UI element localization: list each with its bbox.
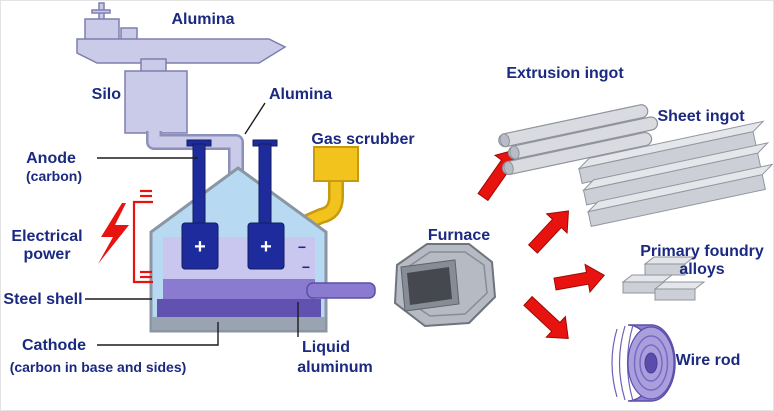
anode-right bbox=[247, 139, 285, 270]
ship-bridge bbox=[84, 18, 120, 42]
sheet-slab-3-front bbox=[587, 174, 766, 227]
liquid-aluminum-layer bbox=[163, 279, 315, 299]
anode-right-stem bbox=[258, 143, 272, 227]
electrical-supply-graphic bbox=[98, 189, 153, 284]
silo-graphic bbox=[124, 70, 188, 134]
power-wire bbox=[132, 200, 153, 284]
anode-left-block bbox=[181, 222, 219, 270]
foundry-ingot-left-lid bbox=[621, 274, 674, 283]
foundry-ingot-right bbox=[654, 288, 696, 301]
flow-arrow-sheet bbox=[527, 210, 570, 254]
extrusion-rod-3-end bbox=[503, 161, 514, 175]
wire-rod-label: Wire rod bbox=[676, 352, 741, 369]
electrical-power-label-line1: Electrical bbox=[11, 228, 82, 245]
cathode-label-line2: (carbon in base and sides) bbox=[10, 359, 187, 375]
anode-right-block bbox=[247, 222, 285, 270]
flow-arrow-foundry bbox=[553, 263, 606, 294]
steel-shell-base bbox=[152, 317, 325, 330]
coil-winding-line-2 bbox=[618, 325, 626, 401]
cathode-minus-symbol-1: − bbox=[298, 239, 306, 255]
metal-tap-pipe bbox=[306, 282, 376, 299]
ship-hull bbox=[76, 38, 287, 64]
extrusion-rod-1-end bbox=[499, 133, 510, 148]
extrusion-rod-3 bbox=[502, 131, 653, 176]
furnace-label: Furnace bbox=[428, 227, 490, 244]
electrolysis-cell-graphic: + + − − bbox=[149, 139, 376, 333]
extrusion-ingot-graphic bbox=[498, 104, 659, 176]
anode-left-stem bbox=[192, 143, 206, 227]
ship-deckhouse bbox=[120, 27, 138, 41]
gas-scrubber-graphic bbox=[301, 146, 359, 231]
coil-winding-line-1 bbox=[611, 328, 618, 398]
anode-left-plus-symbol: + bbox=[194, 236, 206, 258]
alumina-pipe-label: Alumina bbox=[269, 86, 332, 103]
alumina-pipe-pointer-line bbox=[244, 102, 266, 135]
alumina-ship-graphic bbox=[76, 2, 287, 74]
anode-label-line1: Anode bbox=[26, 150, 76, 167]
coil-hole bbox=[644, 352, 658, 374]
foundry-alloy-graphic bbox=[621, 256, 706, 301]
liquid-aluminum-label-line2: aluminum bbox=[297, 359, 373, 376]
anode-label-line2: (carbon) bbox=[26, 168, 82, 184]
wire-rod-coil-graphic bbox=[611, 324, 676, 402]
extrusion-rod-1 bbox=[498, 104, 649, 148]
furnace-graphic bbox=[393, 243, 497, 328]
cathode-lining bbox=[157, 299, 321, 317]
cathode-minus-symbol-2: − bbox=[302, 259, 310, 275]
furnace-opening bbox=[407, 267, 452, 305]
ship-mast-crossbar bbox=[91, 9, 111, 14]
lightning-bolt-icon bbox=[98, 203, 129, 264]
alumina-ship-label: Alumina bbox=[171, 11, 234, 28]
electrical-power-label-line2: power bbox=[23, 246, 70, 263]
foundry-ingot-right-lid bbox=[653, 281, 706, 290]
scrubber-duct bbox=[302, 177, 342, 229]
liquid-aluminum-label-line1: Liquid bbox=[302, 339, 350, 356]
steel-shell-label: Steel shell bbox=[3, 291, 82, 308]
silo-label: Silo bbox=[92, 86, 122, 103]
flow-arrow-wire-rod bbox=[523, 295, 569, 340]
extrusion-rod-2-end bbox=[509, 145, 520, 160]
anode-left bbox=[181, 139, 219, 270]
foundry-alloys-label-line1: Primary foundry bbox=[640, 243, 764, 260]
coil-ring-outer bbox=[633, 335, 669, 391]
cathode-pointer-line bbox=[97, 322, 219, 346]
scrubber-box bbox=[313, 146, 359, 182]
extrusion-rod-2 bbox=[507, 116, 659, 160]
gas-scrubber-label: Gas scrubber bbox=[311, 131, 414, 148]
extrusion-ingot-label: Extrusion ingot bbox=[506, 65, 624, 82]
foundry-alloys-label-line2: alloys bbox=[679, 261, 724, 278]
sheet-ingot-label: Sheet ingot bbox=[657, 108, 745, 125]
cathode-label-line1: Cathode bbox=[22, 337, 86, 354]
anode-right-plus-symbol: + bbox=[260, 236, 272, 258]
sheet-ingot-graphic bbox=[577, 120, 773, 227]
coil-ring-inner bbox=[639, 344, 663, 382]
